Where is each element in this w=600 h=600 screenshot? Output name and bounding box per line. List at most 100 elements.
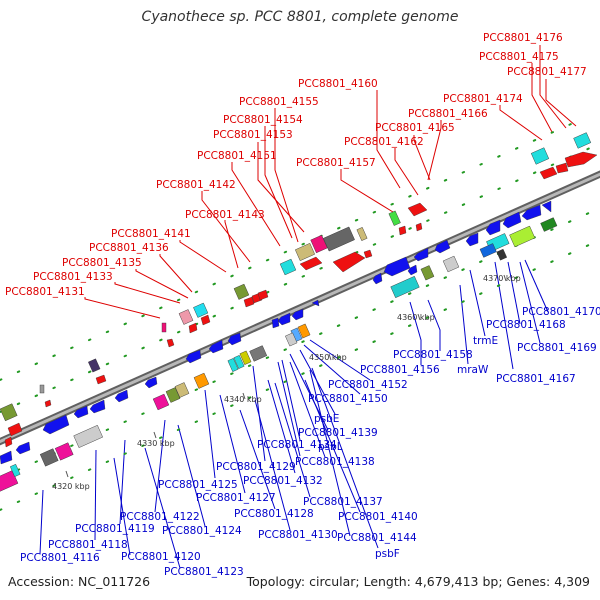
gene-box: [0, 470, 19, 492]
gene-arrow: [227, 332, 242, 346]
gene-box: [54, 442, 74, 461]
gene-box: [9, 463, 21, 477]
gene-box: [530, 147, 550, 165]
gene-box: [573, 132, 592, 149]
gene-arrow: [7, 422, 23, 437]
forward-leader-lines: [84, 45, 577, 319]
gene-arrow: [200, 314, 211, 326]
gene-arrow: [291, 308, 304, 321]
gene-arrow: [407, 202, 428, 217]
gene-arrow: [407, 264, 418, 276]
gene-label: PCC8801_4169: [517, 342, 597, 354]
accession-text: Accession: NC_011726: [8, 574, 151, 589]
gene-box: [88, 358, 101, 373]
gene-arrow: [311, 299, 320, 307]
gene-label: PCC8801_4167: [496, 373, 576, 385]
gene-label: PCC8801_4165: [375, 122, 455, 134]
gene-label: psbL: [318, 441, 343, 453]
gene-label: PCC8801_4175: [479, 51, 559, 63]
gene-arrow: [208, 339, 224, 354]
gene-label: PCC8801_4153: [213, 129, 293, 141]
gene-label: PCC8801_4150: [308, 393, 388, 405]
gene-arrow: [15, 441, 31, 455]
gene-label: PCC8801_4170: [522, 306, 600, 318]
gene-box: [193, 372, 210, 389]
gene-label: PCC8801_4119: [75, 523, 155, 535]
gene-arrow: [0, 450, 13, 465]
gene-label: PCC8801_4118: [48, 539, 128, 551]
gene-label: PCC8801_4132: [243, 475, 323, 487]
gene-box: [509, 225, 536, 248]
gene-label: PCC8801_4144: [337, 532, 417, 544]
gene-label: PCC8801_4160: [298, 78, 378, 90]
gene-label: PCC8801_4151: [197, 150, 277, 162]
gene-arrow: [502, 211, 522, 229]
genome-stats-text: Topology: circular; Length: 4,679,413 bp…: [246, 574, 590, 589]
tick-label: 4330 kbp: [137, 439, 175, 448]
gene-box: [178, 309, 194, 325]
gene-box: [294, 243, 316, 261]
gene-arrow: [299, 256, 323, 271]
gene-label: PCC8801_4158: [393, 349, 473, 361]
gene-arrow: [44, 399, 52, 408]
gene-arrow: [332, 251, 366, 273]
gene-label: PCC8801_4127: [196, 492, 276, 504]
gene-arrow: [188, 322, 198, 334]
gene-label: mraW: [457, 364, 489, 376]
gene-box: [239, 350, 252, 365]
gene-label: PCC8801_4139: [298, 427, 378, 439]
gene-label: PCC8801_4131: [5, 286, 85, 298]
gene-label: PCC8801_4152: [328, 379, 408, 391]
gene-label: PCC8801_4155: [239, 96, 319, 108]
gene-arrow: [398, 225, 407, 236]
gene-box: [496, 248, 508, 261]
gene-label: PCC8801_4141: [111, 228, 191, 240]
gene-box: [152, 393, 170, 411]
gene-arrow: [166, 338, 175, 348]
gene-arrow: [271, 317, 280, 329]
gene-arrow: [415, 222, 423, 232]
gene-label: PCC8801_4123: [164, 566, 244, 578]
reverse-leader-lines: [39, 259, 549, 569]
forward-genes: [0, 132, 598, 448]
gene-label: psbE: [314, 413, 339, 425]
gene-label: PCC8801_4166: [408, 108, 488, 120]
scale-labels: 4320 kbp 4330 kbp 4340 kbp 4350 kbp 4360…: [52, 274, 521, 491]
gene-box: [323, 226, 355, 252]
gene-box: [233, 283, 250, 300]
gene-box: [479, 243, 497, 258]
gene-label: PCC8801_4128: [234, 508, 314, 520]
gene-label: PCC8801_4142: [156, 179, 236, 191]
gene-arrow: [465, 232, 479, 247]
gene-arrow: [363, 249, 373, 259]
gene-box: [73, 424, 103, 448]
gene-label: PCC8801_4137: [303, 496, 383, 508]
reverse-gene-labels: PCC8801_4170 PCC8801_4168 PCC8801_4169 t…: [20, 306, 600, 578]
gene-box: [161, 322, 167, 333]
gene-arrow: [541, 200, 552, 213]
gene-box: [39, 384, 45, 394]
gene-box: [0, 403, 18, 422]
gene-label: PCC8801_4122: [120, 511, 200, 523]
gene-label: PCC8801_4116: [20, 552, 100, 564]
gene-arrow: [372, 272, 383, 285]
gene-arrow: [42, 414, 70, 435]
gene-arrow: [564, 151, 598, 168]
gene-label: PCC8801_4156: [360, 364, 440, 376]
gene-box: [442, 255, 460, 273]
gene-box: [285, 332, 298, 347]
gene-box: [193, 302, 209, 318]
gene-label: PCC8801_4140: [338, 511, 418, 523]
tick-label: 4360 kbp: [397, 313, 435, 322]
tick-label: 4350 kbp: [309, 353, 347, 362]
gene-arrow: [485, 219, 501, 236]
gene-arrow: [243, 296, 255, 308]
gene-label: PCC8801_4162: [344, 136, 424, 148]
gene-label: PCC8801_4134: [257, 439, 337, 451]
gene-arrow: [144, 376, 158, 389]
gene-label: PCC8801_4133: [33, 271, 113, 283]
gene-arrow: [89, 399, 106, 414]
gene-arrow: [383, 256, 411, 277]
gene-arrow: [413, 247, 429, 262]
